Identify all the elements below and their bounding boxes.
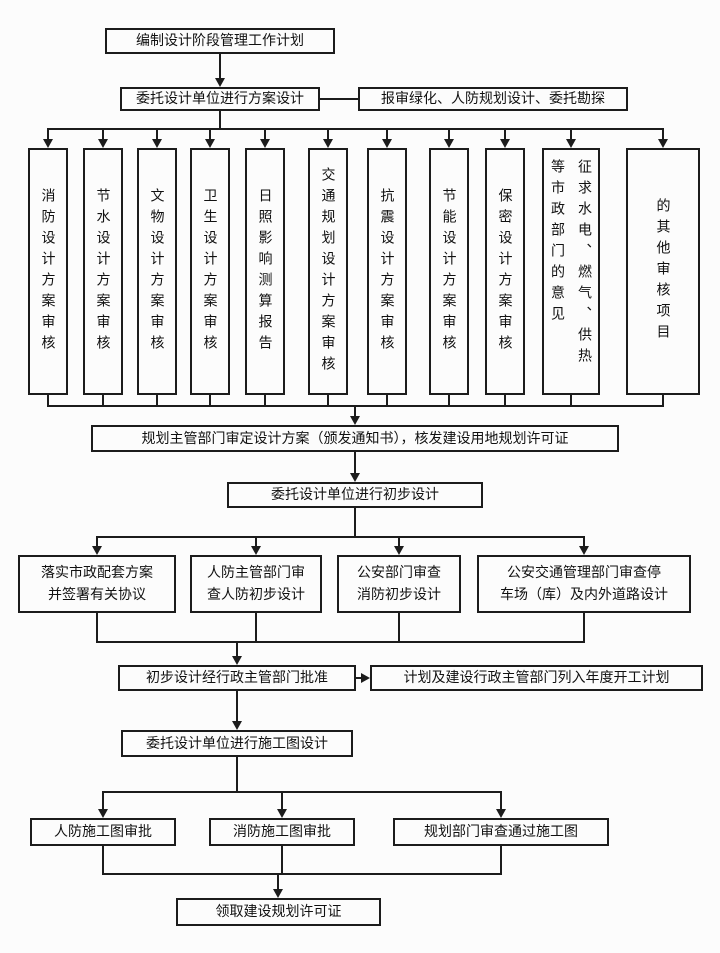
scheme-review-box: 征求水电、燃气、供热等市政部门的意见 [542,148,600,395]
connector-line [96,613,98,642]
scheme-review-box: 交通规划设计方案审核 [308,148,348,395]
connector-line [209,395,211,406]
connector-line [102,791,502,793]
flow-arrow [260,128,270,148]
scheme-review-label: 交通规划设计方案审核 [320,166,337,377]
flow-arrow [350,405,360,425]
scheme-review-label: 节水设计方案审核 [95,187,112,356]
flow-arrow [251,536,261,555]
preliminary-review-box: 公安交通管理部门审查停 车场（库）及内外道路设计 [477,555,691,613]
flow-arrow-right [356,673,370,683]
flow-arrow [215,54,225,87]
connector-line [102,395,104,406]
connector-line [281,846,283,874]
flow-arrow [566,128,576,148]
flow-arrow [152,128,162,148]
node-preliminary-design: 委托设计单位进行初步设计 [227,482,483,508]
connector-line [504,395,506,406]
connector-line [583,613,585,642]
connector-line [448,395,450,406]
preliminary-review-box: 公安部门审查 消防初步设计 [337,555,461,613]
flow-arrow [394,536,404,555]
connector-line [102,846,104,874]
connector-line [500,846,502,874]
scheme-review-box: 文物设计方案审核 [137,148,177,395]
flow-arrow [658,128,668,148]
connector-line [570,395,572,406]
scheme-review-box: 日照影响测算报告 [245,148,285,395]
flow-arrow [350,452,360,482]
flow-arrow [323,128,333,148]
scheme-review-box: 节能设计方案审核 [429,148,469,395]
flow-arrow [205,128,215,148]
flow-arrow [500,128,510,148]
scheme-review-box: 的其他审核项目 [626,148,700,395]
flow-arrow [496,791,506,818]
connector-line [102,873,502,875]
node-approve-scheme: 规划主管部门审定设计方案（颁发通知书），核发建设用地规划许可证 [91,425,619,452]
node-obtain-permit: 领取建设规划许可证 [176,898,381,926]
flow-arrow [273,873,283,898]
flow-arrow [232,641,242,665]
connector-line [662,395,664,406]
node-side-approvals: 报审绿化、人防规划设计、委托勘探 [358,87,628,111]
node-preliminary-approved: 初步设计经行政主管部门批准 [118,665,356,691]
node-plan: 编制设计阶段管理工作计划 [105,28,335,54]
drawing-review-box: 规划部门审查通过施工图 [393,818,609,846]
flow-arrow [444,128,454,148]
scheme-review-label: 消防设计方案审核 [40,187,57,356]
scheme-review-label: 文物设计方案审核 [149,187,166,356]
connector-line [47,128,664,130]
connector-line [264,395,266,406]
scheme-review-label: 抗震设计方案审核 [379,187,396,356]
flow-arrow [579,536,589,555]
node-construction-drawing-design: 委托设计单位进行施工图设计 [121,730,353,757]
flow-arrow [277,791,287,818]
scheme-review-box: 保密设计方案审核 [485,148,525,395]
scheme-review-label: 征求水电、燃气、供热等市政部门的意见 [550,159,593,369]
connector-line [386,395,388,406]
connector-line [236,757,238,792]
drawing-review-box: 消防施工图审批 [209,818,355,846]
connector-line [96,536,585,538]
scheme-review-box: 卫生设计方案审核 [190,148,230,395]
scheme-review-label: 的其他审核项目 [655,198,672,345]
connector-line [320,98,358,100]
scheme-review-label: 卫生设计方案审核 [202,187,219,356]
scheme-review-label: 节能设计方案审核 [441,187,458,356]
flow-arrow [232,691,242,730]
scheme-review-box: 抗震设计方案审核 [367,148,407,395]
scheme-review-label: 保密设计方案审核 [497,187,514,356]
connector-line [156,395,158,406]
flow-arrow [98,128,108,148]
connector-line [219,111,221,128]
preliminary-review-box: 人防主管部门审 查人防初步设计 [190,555,322,613]
flow-arrow [98,791,108,818]
preliminary-review-box: 落实市政配套方案 并签署有关协议 [18,555,176,613]
connector-line [255,613,257,642]
connector-line [327,395,329,406]
drawing-review-box: 人防施工图审批 [30,818,176,846]
flow-arrow [92,536,102,555]
node-annual-plan: 计划及建设行政主管部门列入年度开工计划 [370,665,703,691]
scheme-review-label: 日照影响测算报告 [257,187,274,356]
flow-arrow [382,128,392,148]
scheme-review-box: 消防设计方案审核 [28,148,68,395]
scheme-review-box: 节水设计方案审核 [83,148,123,395]
connector-line [96,641,585,643]
connector-line [354,508,356,537]
connector-line [47,395,49,406]
connector-line [398,613,400,642]
flow-arrow [43,128,53,148]
node-scheme-design: 委托设计单位进行方案设计 [120,87,320,111]
